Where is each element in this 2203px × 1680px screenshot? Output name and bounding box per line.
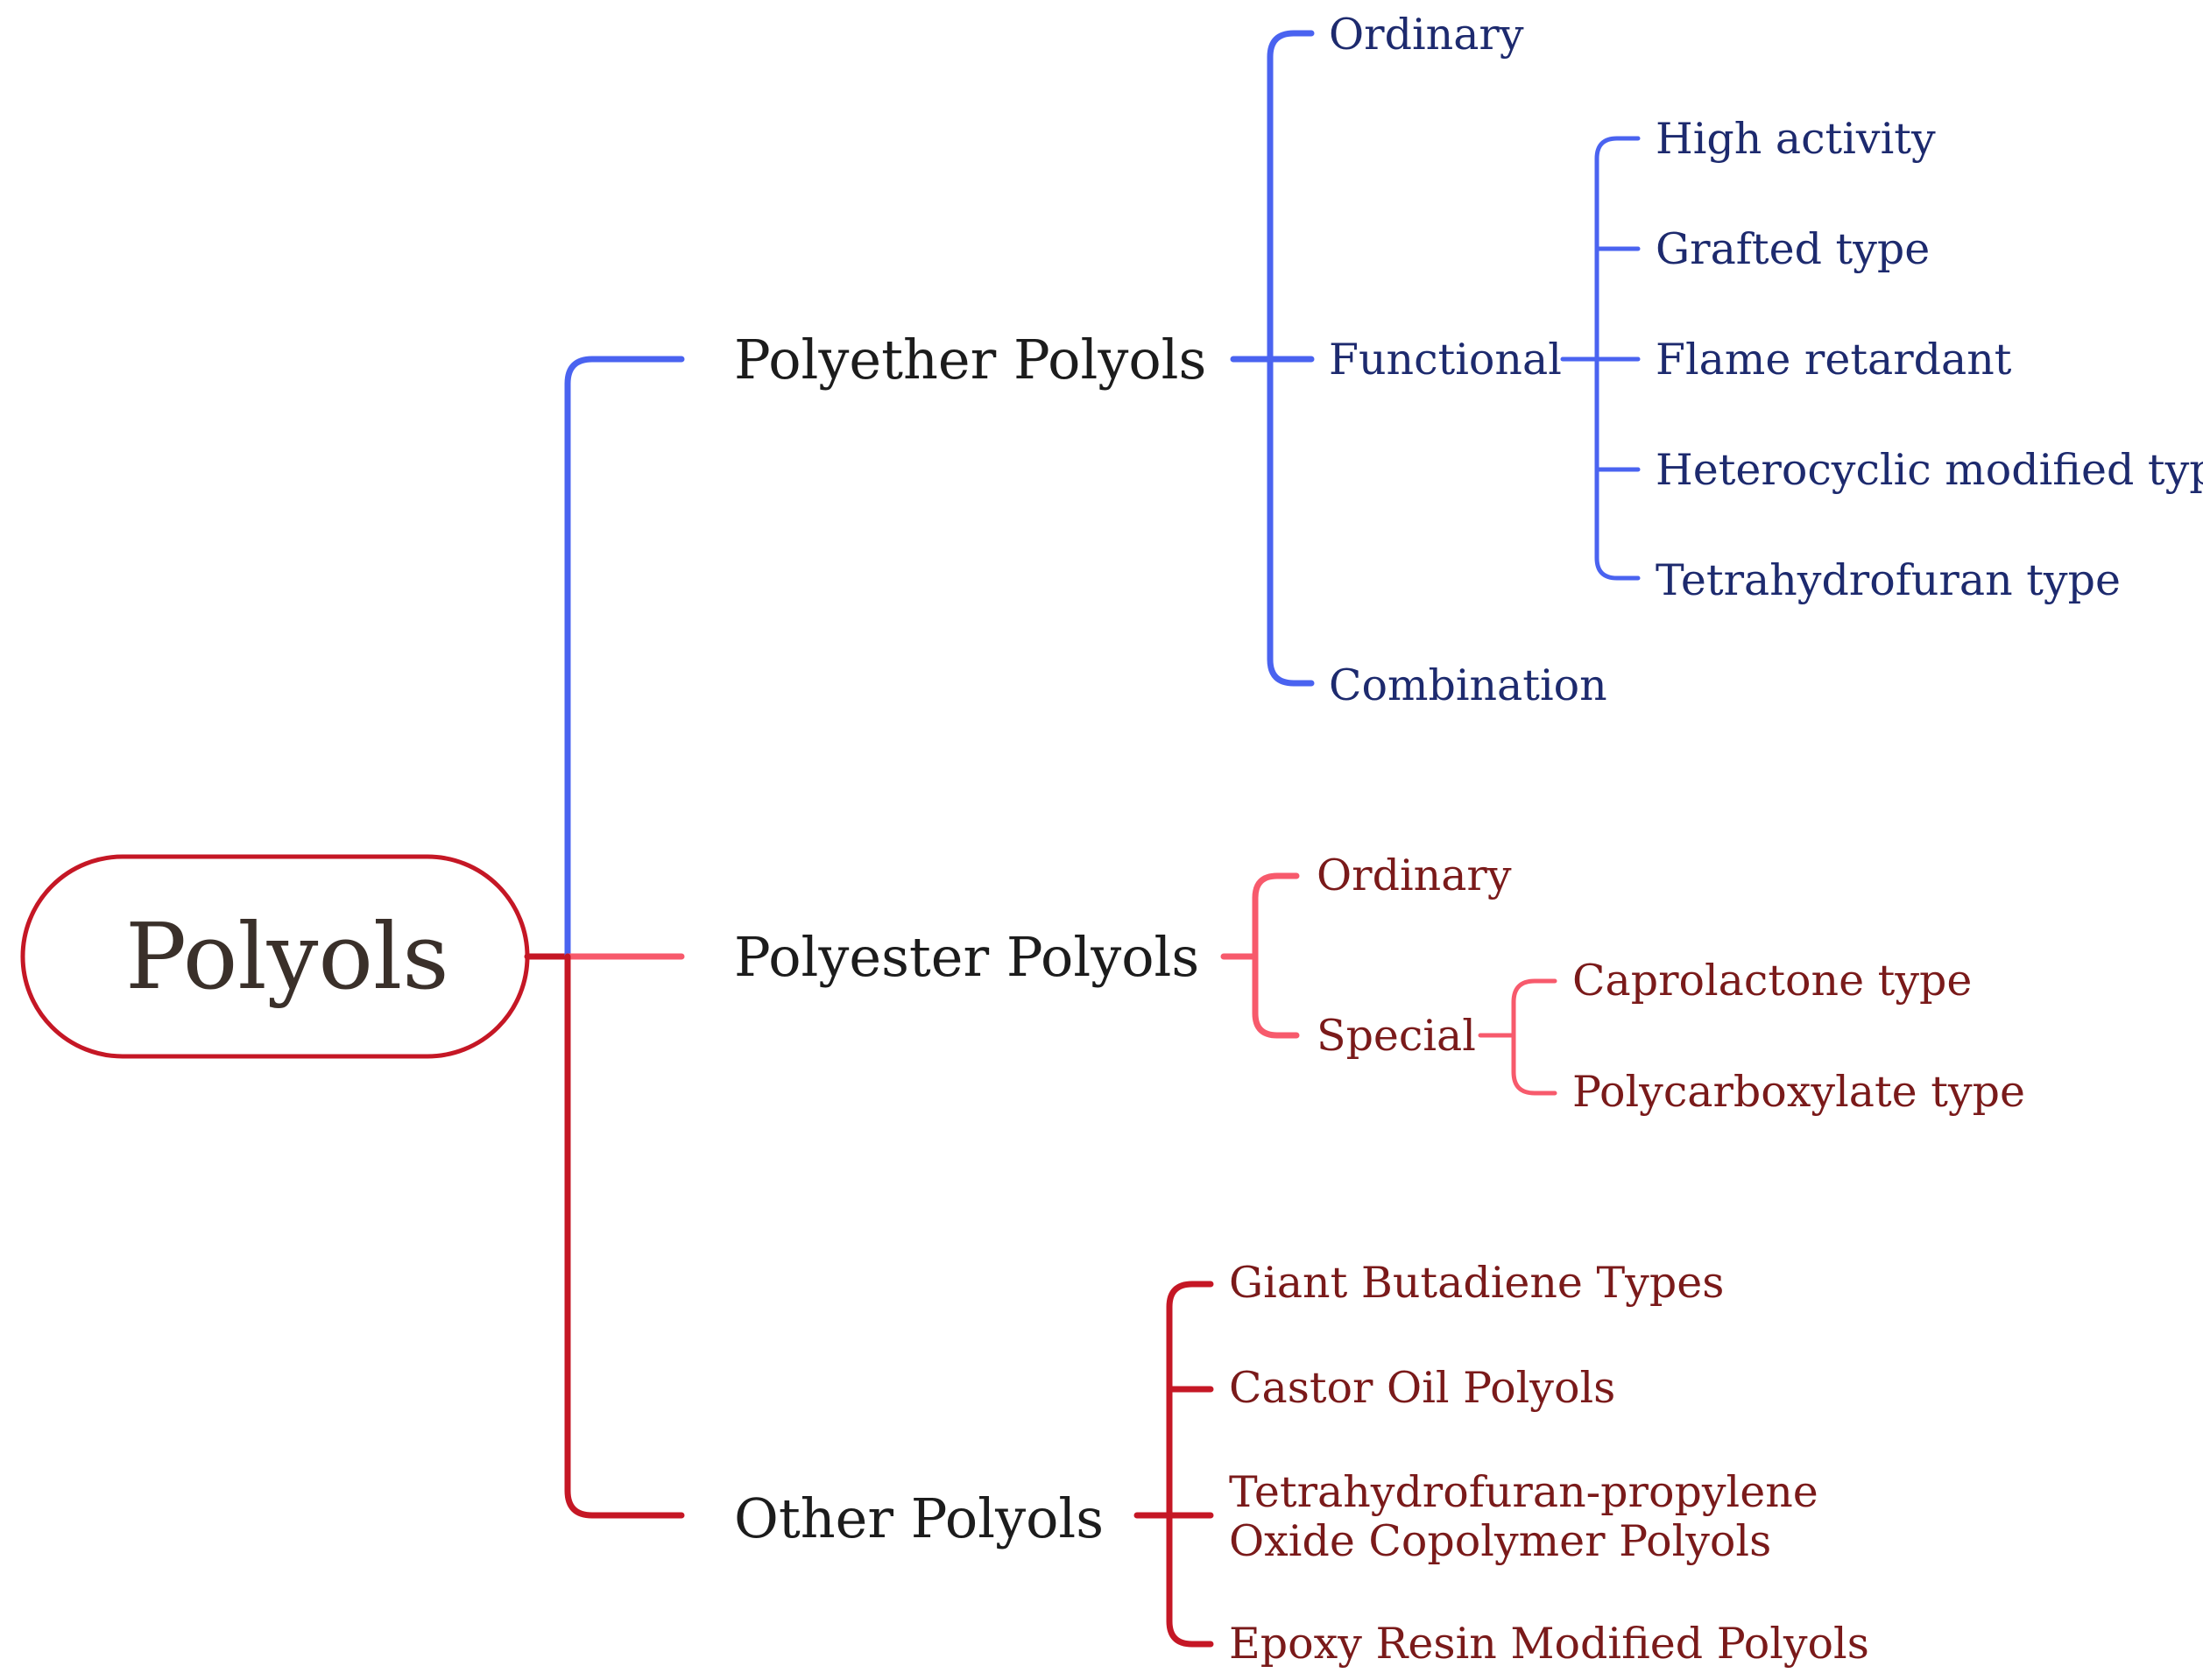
special-child-label: Caprolactone type <box>1572 956 1973 1006</box>
branch-polyether-label: Polyether Polyols <box>734 328 1207 392</box>
special-child-label: Polycarboxylate type <box>1572 1067 2025 1117</box>
branch-polyester-label: Polyester Polyols <box>734 925 1200 989</box>
polyester-ordinary-label: Ordinary <box>1317 851 1512 900</box>
polyester-special-label: Special <box>1317 1011 1476 1061</box>
connector-polyether <box>564 356 685 960</box>
connector-other <box>564 953 685 1519</box>
functional-child-label: Heterocyclic modified type <box>1656 445 2203 495</box>
branch-other-label: Other Polyols <box>734 1486 1105 1550</box>
polyester-bracket <box>1252 872 1300 1039</box>
polyether-combination-label: Combination <box>1329 660 1607 710</box>
special-bracket <box>1511 978 1557 1096</box>
other-child-label: Tetrahydrofuran-propylene Oxide Copolyme… <box>1229 1467 1818 1566</box>
other-child-label: Epoxy Resin Modified Polyols <box>1229 1619 1869 1669</box>
polyether-ordinary-label: Ordinary <box>1329 10 1524 60</box>
functional-child-label: Tetrahydrofuran type <box>1656 555 2121 605</box>
functional-child-label: High activity <box>1656 114 1936 164</box>
polyether-functional-label: Functional <box>1329 335 1562 385</box>
root-node-label: Polyols <box>125 903 449 1010</box>
other-child-label: Castor Oil Polyols <box>1229 1363 1616 1413</box>
functional-child-label: Flame retardant <box>1656 335 2012 385</box>
functional-child-label: Grafted type <box>1656 224 1931 274</box>
other-child-label: Giant Butadiene Types <box>1229 1258 1725 1308</box>
other-bracket <box>1166 1281 1214 1648</box>
